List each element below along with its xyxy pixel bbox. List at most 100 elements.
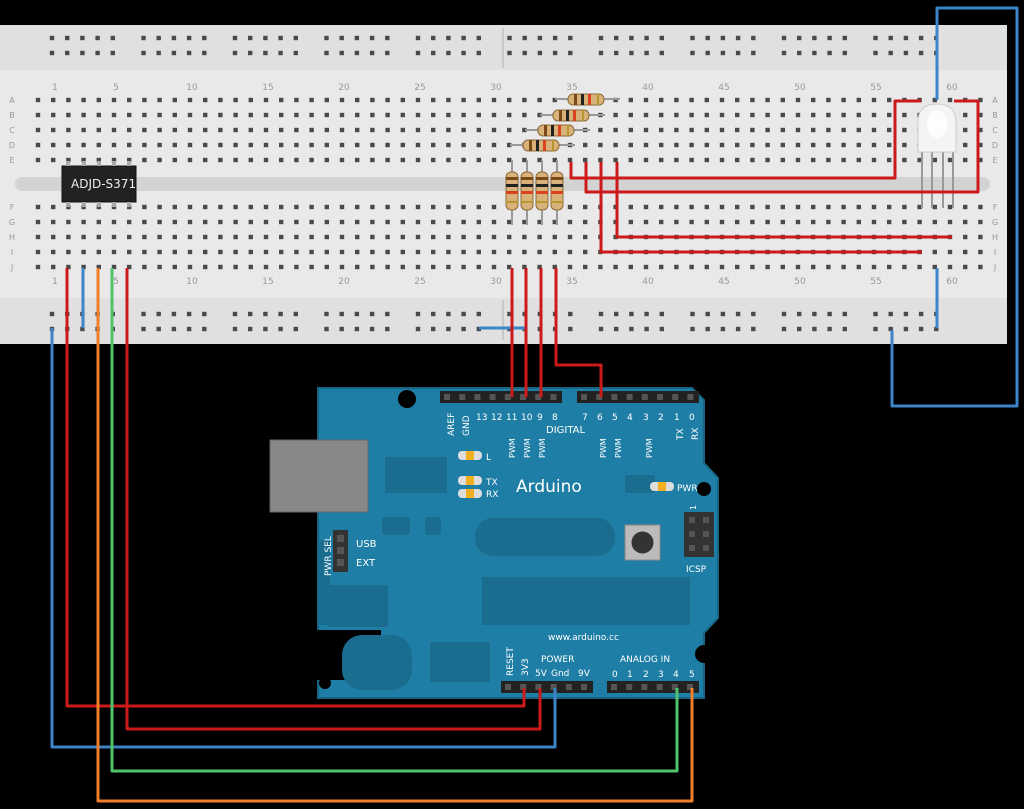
breadboard-hole (339, 219, 345, 225)
breadboard-hole (689, 127, 694, 133)
header-pin[interactable] (535, 394, 542, 400)
breadboard-hole (49, 50, 55, 56)
breadboard-hole (324, 326, 329, 332)
header-pin[interactable] (474, 394, 481, 400)
breadboard-hole (613, 264, 618, 270)
resistor (505, 160, 519, 225)
digital-header-left (440, 391, 562, 403)
breadboard-hole (203, 127, 208, 133)
breadboard-hole (871, 142, 877, 148)
breadboard-hole (415, 264, 421, 270)
header-pin[interactable] (626, 394, 633, 400)
header-pin[interactable] (520, 684, 527, 690)
header-pin[interactable] (657, 394, 663, 400)
breadboard-hole (978, 97, 983, 103)
header-pin[interactable] (611, 684, 617, 690)
breadboard-hole (537, 234, 542, 240)
led-rx-label: RX (486, 490, 498, 500)
column-number: 20 (338, 277, 350, 287)
breadboard-hole (750, 142, 755, 148)
breadboard-hole (385, 35, 390, 41)
header-pin[interactable] (444, 394, 450, 400)
adjd-s371-chip[interactable]: ADJD-S371 (61, 161, 137, 207)
breadboard-hole (720, 326, 726, 332)
header-pin[interactable] (520, 394, 526, 400)
header-pin[interactable] (641, 394, 648, 400)
breadboard-hole (81, 97, 86, 103)
breadboard-hole (765, 264, 770, 270)
breadboard-hole (704, 264, 709, 270)
breadboard-hole (66, 264, 71, 270)
breadboard-hole (461, 234, 466, 240)
breadboard-hole (400, 157, 405, 163)
header-pin[interactable] (626, 684, 633, 690)
breadboard-hole (142, 97, 147, 103)
header-pin[interactable] (596, 394, 603, 400)
breadboard-hole (751, 311, 756, 317)
header-pin[interactable] (641, 684, 648, 690)
column-number: 55 (870, 83, 881, 93)
breadboard-hole (339, 35, 344, 41)
header-pin[interactable] (671, 684, 678, 690)
breadboard-hole (203, 264, 208, 270)
pin-label-gnd: GND (462, 415, 472, 436)
header-pin[interactable] (535, 684, 542, 690)
breadboard-hole (811, 219, 816, 225)
header-pin[interactable] (687, 394, 694, 400)
header-pin[interactable] (581, 394, 587, 400)
breadboard-hole (781, 326, 787, 332)
header-pin[interactable] (672, 394, 679, 400)
breadboard-hole (689, 112, 694, 118)
breadboard-hole (186, 50, 192, 56)
breadboard-hole (415, 112, 421, 118)
breadboard-hole (902, 204, 907, 210)
breadboard-hole (826, 157, 831, 163)
breadboard-hole (659, 204, 664, 210)
breadboard-hole (263, 264, 269, 270)
row-letter: B (992, 111, 998, 120)
breadboard-hole (127, 219, 132, 225)
breadboard-hole (248, 157, 253, 163)
column-number: 5 (113, 277, 119, 287)
breadboard-hole (278, 311, 283, 317)
breadboard-hole (963, 157, 968, 163)
rgb-led[interactable] (917, 103, 957, 208)
breadboard-hole (507, 112, 512, 118)
breadboard-hole (476, 112, 481, 118)
breadboard-hole (628, 142, 633, 148)
header-pin[interactable] (656, 684, 663, 690)
breadboard-hole (461, 311, 466, 317)
breadboard-hole (35, 234, 41, 240)
header-pin[interactable] (504, 394, 511, 400)
header-pin[interactable] (687, 684, 693, 690)
breadboard-hole (324, 112, 329, 118)
header-pin[interactable] (459, 394, 466, 400)
header-pin[interactable] (550, 684, 557, 690)
breadboard-hole (659, 219, 664, 225)
breadboard-hole (218, 234, 223, 240)
breadboard-hole (811, 157, 816, 163)
breadboard-hole (704, 219, 709, 225)
breadboard-hole (232, 326, 238, 332)
breadboard-hole (263, 157, 269, 163)
pin-label-10: 10 (521, 413, 533, 423)
breadboard-hole (812, 35, 817, 41)
breadboard-hole (978, 234, 983, 240)
breadboard-hole (202, 326, 207, 332)
breadboard-hole (370, 249, 375, 255)
breadboard-hole (446, 264, 451, 270)
header-pin[interactable] (505, 684, 511, 690)
breadboard-hole (795, 219, 801, 225)
breadboard-hole (750, 97, 755, 103)
breadboard-hole (537, 157, 542, 163)
header-pin[interactable] (581, 684, 587, 690)
breadboard-hole (142, 264, 147, 270)
header-pin[interactable] (550, 394, 557, 400)
breadboard-hole (431, 50, 436, 56)
breadboard-hole (659, 97, 664, 103)
header-pin[interactable] (489, 394, 496, 400)
row-letter: G (9, 218, 15, 227)
header-pin[interactable] (611, 394, 618, 400)
header-pin[interactable] (565, 684, 572, 690)
breadboard-hole (142, 142, 147, 148)
